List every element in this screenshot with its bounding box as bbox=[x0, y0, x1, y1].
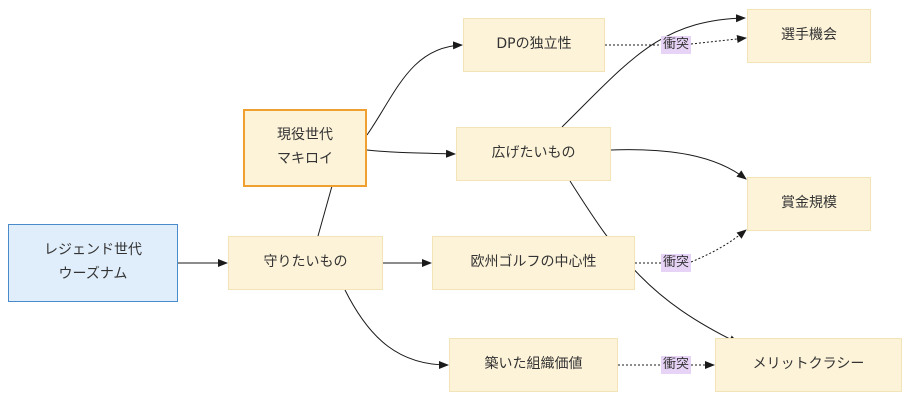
node-expand: 広げたいもの bbox=[456, 127, 611, 181]
node-european-centrality: 欧州ゴルフの中心性 bbox=[432, 236, 635, 290]
node-built-value: 築いた組織価値 bbox=[449, 338, 618, 392]
node-prize-scale: 賞金規模 bbox=[747, 177, 871, 231]
edge-protect-built bbox=[344, 289, 449, 369]
edge-label-conflict-bottom: 衝突 bbox=[661, 356, 692, 374]
node-meritocracy: メリットクラシー bbox=[715, 338, 902, 392]
node-opportunity: 選手機会 bbox=[747, 9, 871, 63]
edge-label-conflict-top: 衝突 bbox=[661, 36, 692, 54]
node-legend-line2: ウーズナム bbox=[58, 266, 128, 282]
node-protect: 守りたいもの bbox=[228, 236, 383, 290]
edge-protect-current bbox=[317, 185, 333, 237]
edge-label-conflict-mid: 衝突 bbox=[661, 254, 692, 272]
node-current-line2: マキロイ bbox=[277, 151, 333, 167]
node-current-generation: 現役世代 マキロイ bbox=[243, 109, 367, 187]
edge-current-dp bbox=[366, 41, 463, 136]
edge-dp-opportunity-conflict bbox=[605, 38, 746, 45]
node-current-line1: 現役世代 bbox=[277, 127, 333, 144]
edge-current-expand bbox=[366, 149, 456, 158]
edge-expand-opportunity bbox=[561, 14, 746, 128]
node-legend-line1: レジェンド世代 bbox=[44, 242, 142, 259]
edge-expand-meritocracy bbox=[569, 180, 739, 344]
edge-expand-prize bbox=[610, 149, 747, 180]
node-dp-independence: DPの独立性 bbox=[463, 18, 605, 72]
node-legend-generation: レジェンド世代 ウーズナム bbox=[8, 224, 178, 302]
edge-european-prize-conflict bbox=[635, 230, 746, 264]
